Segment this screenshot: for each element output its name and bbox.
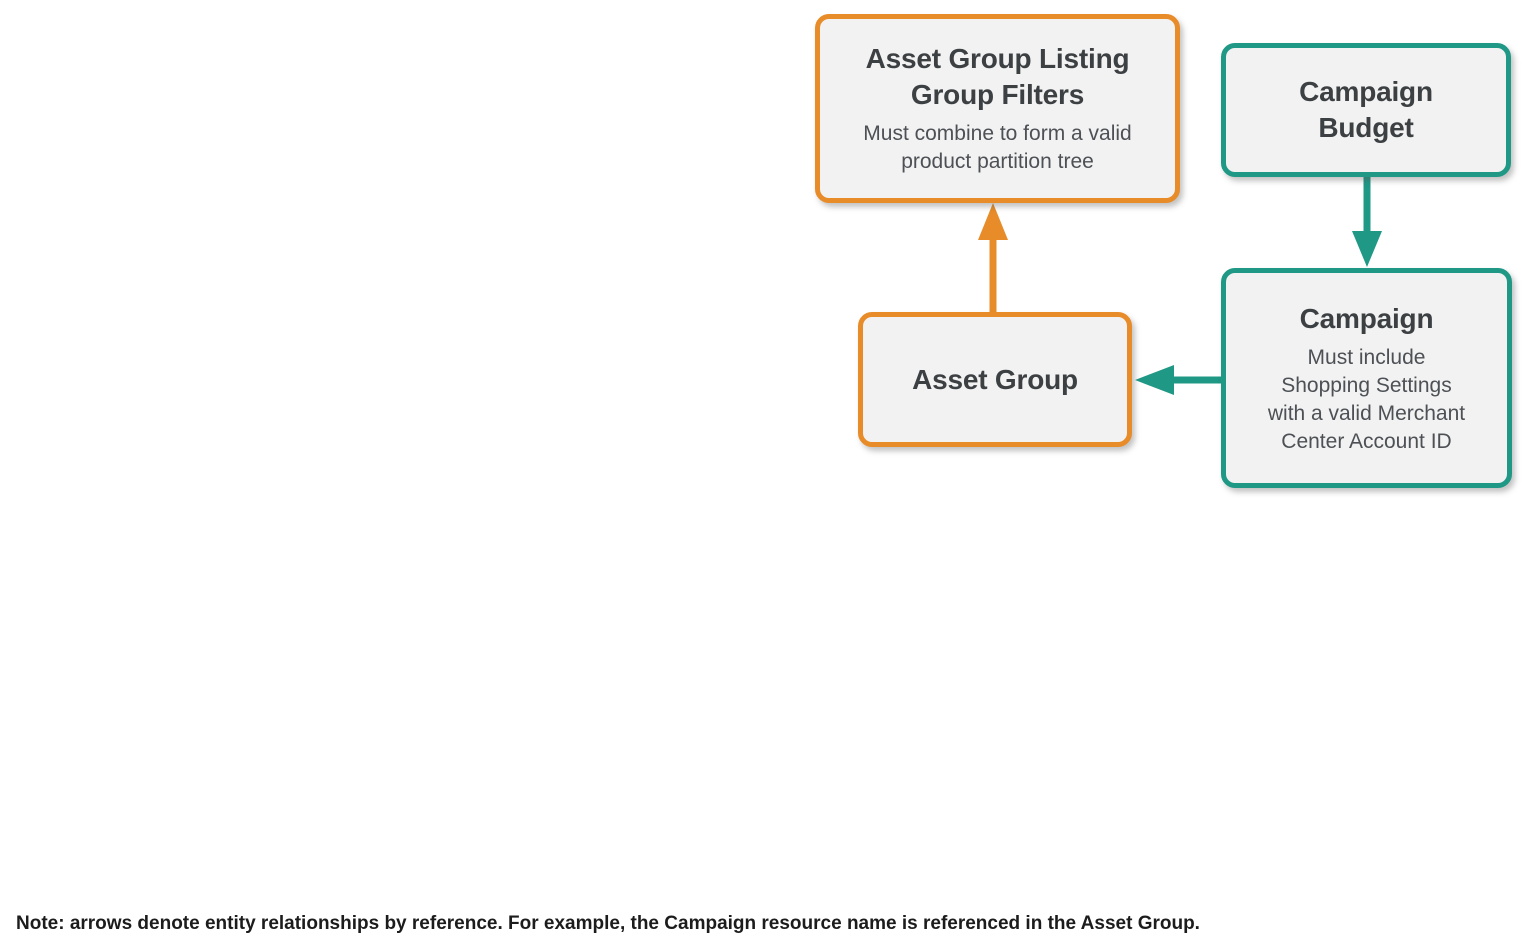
node-title: Asset Group xyxy=(912,363,1078,395)
subtitle-line: Shopping Settings xyxy=(1281,373,1452,397)
subtitle-line: Must include xyxy=(1307,345,1426,369)
node-subtitle: Must include Shopping Settings with a va… xyxy=(1268,344,1465,456)
subtitle-line: product partition tree xyxy=(901,150,1094,173)
node-title: Asset Group Listing Group Filters xyxy=(866,41,1130,113)
node-campaign-budget: Campaign Budget xyxy=(1221,43,1511,177)
node-asset-group: Asset Group xyxy=(858,312,1132,447)
node-asset-group-listing-group-filters: Asset Group Listing Group Filters Must c… xyxy=(815,14,1180,203)
arrow-asset-group-to-listing-filters xyxy=(978,203,1008,312)
node-campaign: Campaign Must include Shopping Settings … xyxy=(1221,268,1512,488)
node-title: Campaign Budget xyxy=(1299,74,1433,146)
node-subtitle: Must combine to form a valid product par… xyxy=(863,120,1131,176)
subtitle-line: Must combine to form a valid xyxy=(863,122,1132,145)
footnote: Note: arrows denote entity relationships… xyxy=(16,913,1200,934)
title-line: Group Filters xyxy=(910,79,1085,110)
title-line: Campaign xyxy=(1299,76,1433,107)
node-title: Campaign xyxy=(1299,302,1434,334)
subtitle-line: Center Account ID xyxy=(1281,429,1452,453)
arrow-campaign-budget-to-campaign xyxy=(1352,177,1382,267)
arrow-campaign-to-asset-group xyxy=(1135,365,1221,395)
title-line: Budget xyxy=(1318,112,1414,143)
subtitle-line: with a valid Merchant xyxy=(1267,401,1466,425)
title-line: Asset Group Listing xyxy=(865,43,1130,74)
